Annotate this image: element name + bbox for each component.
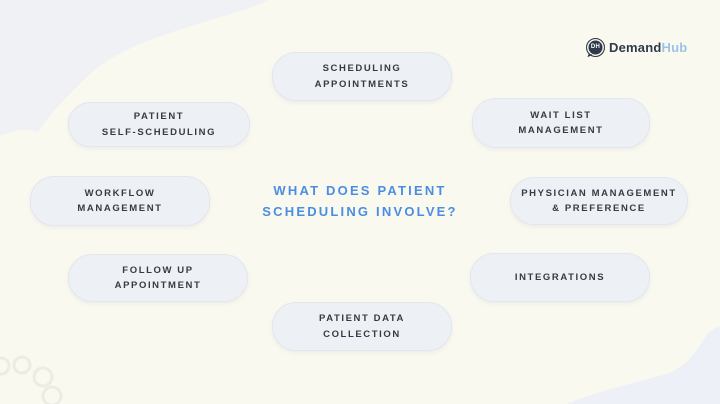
page-title-line2: SCHEDULING INVOLVE? [262, 204, 458, 220]
pill-label: PHYSICIAN MANAGEMENT & PREFERENCE [521, 187, 677, 214]
demandhub-logo: DH DemandHub [586, 36, 687, 58]
pill-physician-management-preference: PHYSICIAN MANAGEMENT & PREFERENCE [510, 177, 688, 225]
pill-scheduling-appointments: SCHEDULING APPOINTMENTS [272, 52, 452, 101]
logo-word-demand: Demand [609, 39, 662, 55]
pill-label: PATIENT SELF-SCHEDULING [101, 111, 217, 138]
pill-workflow-management: WORKFLOW MANAGEMENT [30, 176, 210, 226]
pill-label: PATIENT DATA COLLECTION [318, 313, 406, 340]
pill-wait-list-management: WAIT LIST MANAGEMENT [472, 98, 650, 148]
logo-icon-text: DH [590, 44, 601, 50]
pill-label: SCHEDULING APPOINTMENTS [314, 63, 410, 90]
pill-label: WORKFLOW MANAGEMENT [77, 187, 163, 214]
decorative-circles [0, 355, 63, 404]
pill-patient-data-collection: PATIENT DATA COLLECTION [272, 302, 452, 351]
page-title: WHAT DOES PATIENT SCHEDULING INVOLVE? [235, 180, 485, 223]
pill-patient-self-scheduling: PATIENT SELF-SCHEDULING [68, 102, 250, 147]
logo-wordmark: DemandHub [609, 40, 687, 55]
top-left-blob [0, 0, 268, 136]
pill-follow-up-appointment: FOLLOW UP APPOINTMENT [68, 254, 248, 302]
page-title-line1: WHAT DOES PATIENT [273, 183, 447, 198]
pill-label: FOLLOW UP APPOINTMENT [114, 264, 202, 291]
bottom-right-blob [567, 326, 720, 404]
pill-integrations: INTEGRATIONS [470, 253, 650, 302]
pill-label: INTEGRATIONS [514, 271, 606, 283]
demandhub-bubble-icon: DH [586, 37, 605, 57]
logo-word-hub: Hub [661, 39, 688, 55]
pill-label: WAIT LIST MANAGEMENT [518, 109, 604, 136]
